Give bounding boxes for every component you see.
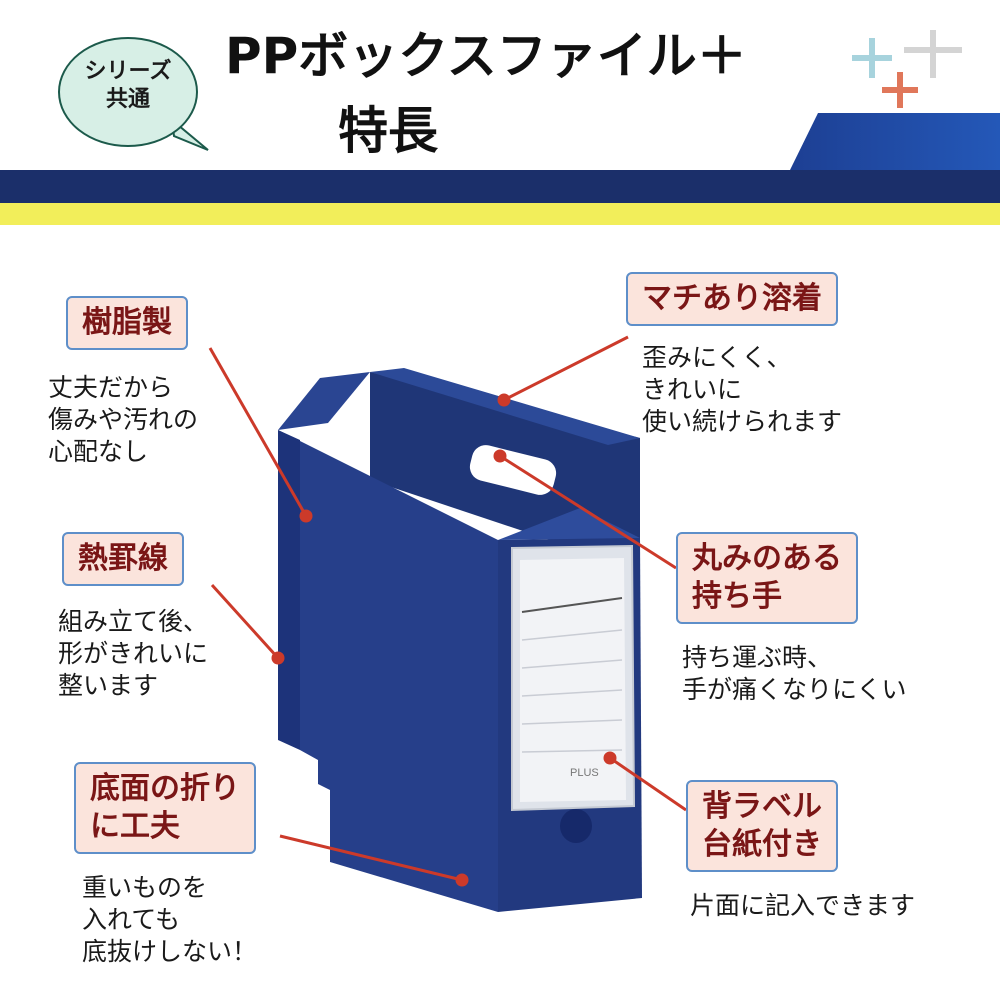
label-line: 背ラベル	[702, 789, 822, 824]
desc-line: 入れても	[82, 905, 181, 934]
header-navy-band	[0, 170, 1000, 203]
label-line: に工夫	[90, 809, 180, 844]
series-common-bubble	[58, 37, 198, 147]
feature-label-handle: 丸みのある 持ち手	[676, 532, 858, 624]
label-line: 持ち手	[692, 579, 782, 614]
desc-line: きれいに	[642, 375, 743, 404]
feature-label-spine: 背ラベル 台紙付き	[686, 780, 838, 872]
label-line: 丸みのある	[692, 541, 842, 576]
desc-line: 持ち運ぶ時、	[682, 643, 833, 672]
bubble-line-1: シリーズ	[84, 59, 172, 84]
desc-line: 丈夫だから	[48, 373, 174, 402]
desc-line: 手が痛くなりにくい	[682, 675, 907, 704]
feature-label-bottom: 底面の折り に工夫	[74, 762, 256, 854]
feature-desc-resin: 丈夫だから 傷みや汚れの 心配なし	[48, 372, 198, 468]
desc-line: 心配なし	[48, 437, 149, 466]
label-line: 底面の折り	[90, 771, 240, 806]
desc-line: 使い続けられます	[642, 407, 843, 436]
header-accent-band	[790, 113, 1000, 170]
series-common-bubble-text: シリーズ 共通	[58, 58, 198, 114]
feature-desc-crease: 組み立て後、 形がきれいに 整います	[58, 606, 208, 702]
desc-line: 組み立て後、	[58, 607, 209, 636]
feature-desc-handle: 持ち運ぶ時、 手が痛くなりにくい	[682, 642, 907, 706]
feature-desc-bottom: 重いものを 入れても 底抜けしない！	[82, 872, 257, 968]
box-inner-wall	[370, 368, 640, 445]
desc-line: 片面に記入できます	[690, 891, 916, 920]
box-side-top-fold	[278, 372, 370, 430]
feature-desc-spine: 片面に記入できます	[690, 890, 915, 922]
label-line: 台紙付き	[702, 827, 822, 862]
desc-line: 底抜けしない！	[82, 937, 258, 966]
bubble-line-2: 共通	[105, 87, 150, 112]
header-yellow-band	[0, 203, 1000, 225]
handle-cutout	[469, 445, 557, 495]
feature-desc-gusset: 歪みにくく、 きれいに 使い続けられます	[642, 342, 842, 438]
feature-label-gusset: マチあり溶着	[626, 272, 838, 326]
box-side-face	[278, 430, 498, 912]
desc-line: 形がきれいに	[58, 639, 209, 668]
desc-line: 傷みや汚れの	[48, 405, 199, 434]
desc-line: 整います	[58, 671, 159, 700]
desc-line: 歪みにくく、	[642, 343, 792, 372]
finger-hole	[560, 809, 592, 843]
feature-label-resin: 樹脂製	[66, 296, 188, 350]
feature-label-crease: 熱罫線	[62, 532, 184, 586]
page-subtitle: 特長	[338, 102, 438, 160]
desc-line: 重いものを	[82, 873, 208, 902]
page-title: PPボックスファイル＋	[225, 27, 747, 85]
brand-logo-text: PLUS	[570, 767, 599, 779]
